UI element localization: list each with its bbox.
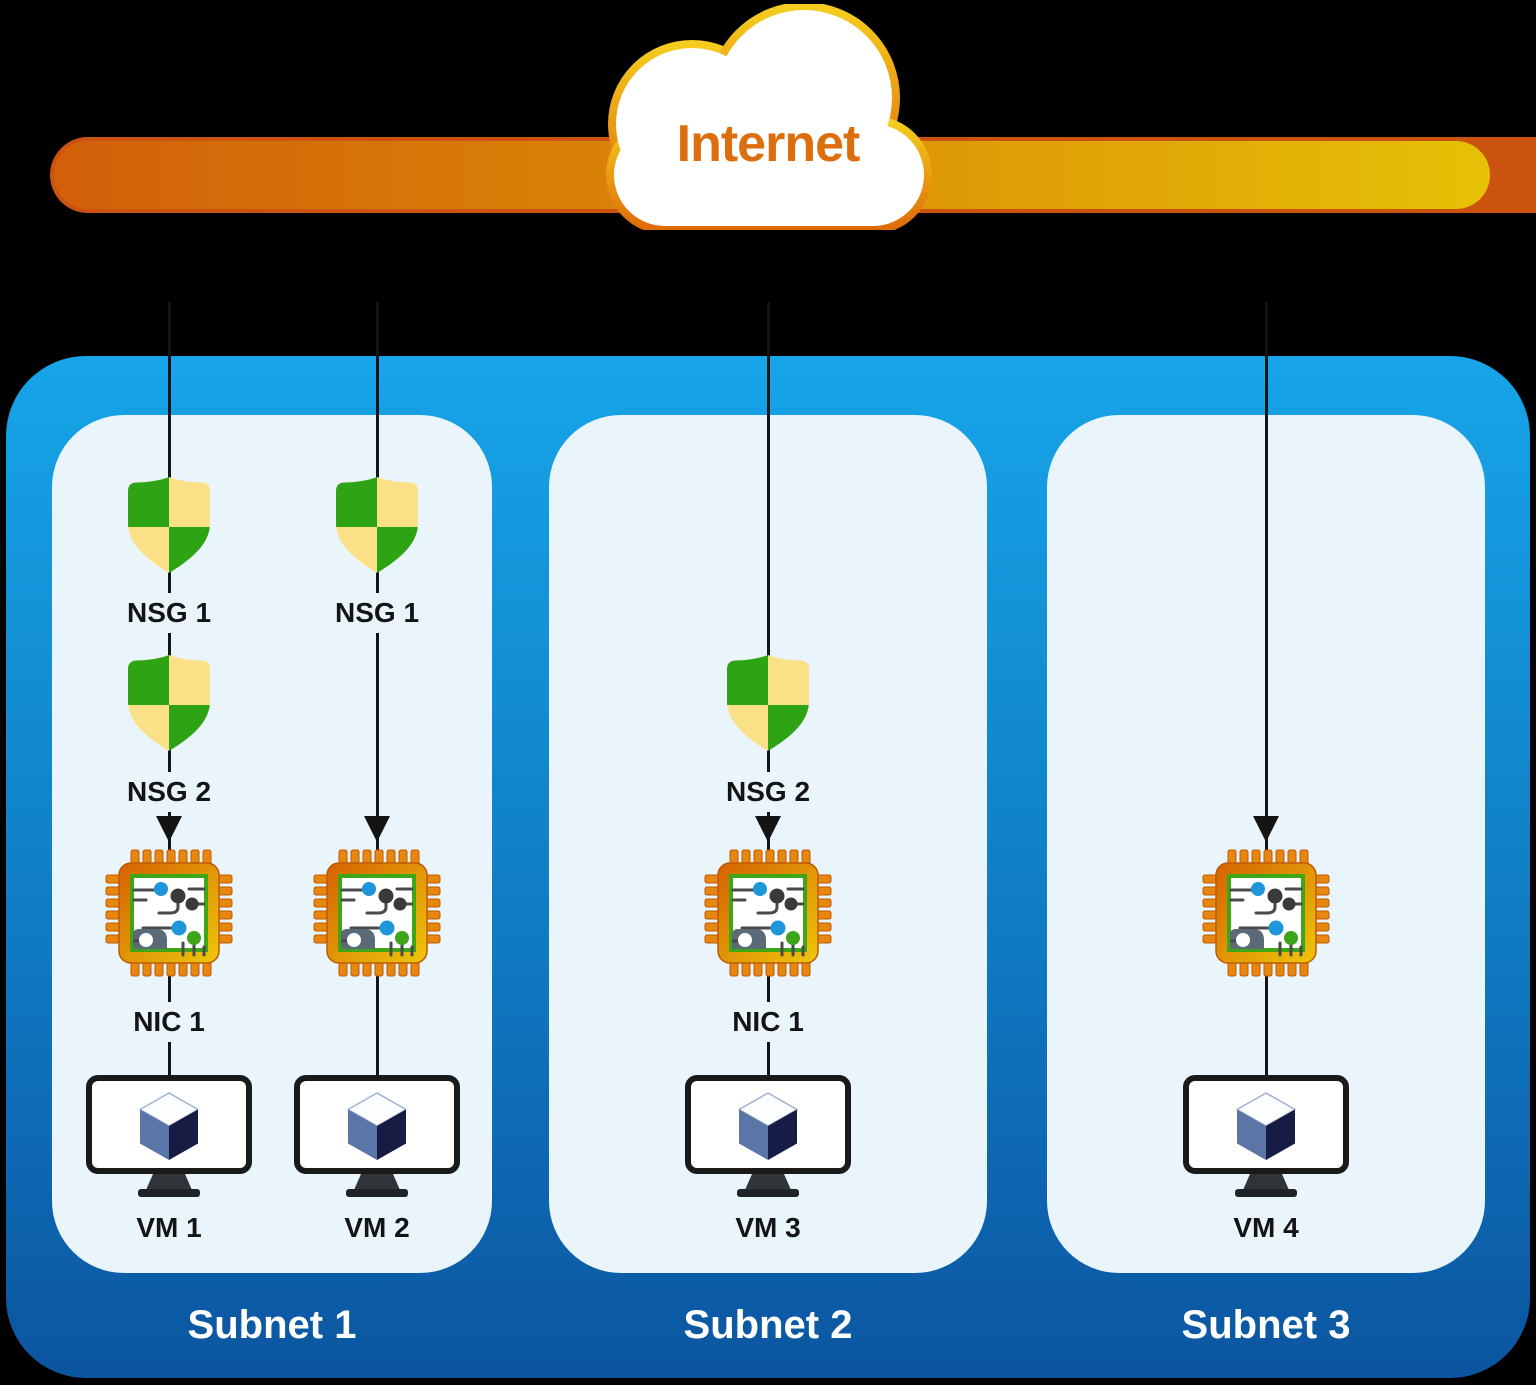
nic-chip-icon xyxy=(99,843,239,983)
nsg-shield-icon xyxy=(336,477,418,573)
connection-line-col2 xyxy=(375,302,379,1078)
vm-monitor-icon xyxy=(685,1075,851,1199)
nsg2-label-col1: NSG 2 xyxy=(116,772,222,812)
arrow-down-icon xyxy=(364,816,390,842)
nsg1-label-col1: NSG 1 xyxy=(116,593,222,633)
nsg-shield-icon xyxy=(128,477,210,573)
vm-monitor-icon xyxy=(1183,1075,1349,1199)
nic-chip-icon xyxy=(1196,843,1336,983)
nic-chip-icon xyxy=(698,843,838,983)
arrow-down-icon xyxy=(755,816,781,842)
subnet-2-label: Subnet 2 xyxy=(683,1303,853,1347)
nsg1-label-col2: NSG 1 xyxy=(324,593,430,633)
arrow-down-icon xyxy=(1253,816,1279,842)
nic-chip-icon xyxy=(307,843,447,983)
vm-label-col4: VM 4 xyxy=(1223,1208,1309,1248)
nic-label-col3: NIC 1 xyxy=(722,1002,814,1042)
subnet-3-label: Subnet 3 xyxy=(1181,1303,1351,1347)
nsg-shield-icon xyxy=(128,655,210,751)
nsg2-label-col3: NSG 2 xyxy=(715,772,821,812)
internet-cloud-icon xyxy=(606,4,932,230)
nsg-shield-icon xyxy=(727,655,809,751)
subnet-1-label: Subnet 1 xyxy=(187,1303,357,1347)
vm-monitor-icon xyxy=(86,1075,252,1199)
arrow-down-icon xyxy=(156,816,182,842)
vm-label-col2: VM 2 xyxy=(334,1208,420,1248)
vm-label-col3: VM 3 xyxy=(725,1208,811,1248)
vm-monitor-icon xyxy=(294,1075,460,1199)
connection-line-col4 xyxy=(1264,302,1268,1078)
nic-label-col1: NIC 1 xyxy=(123,1002,215,1042)
internet-label: Internet xyxy=(676,115,861,173)
vm-label-col1: VM 1 xyxy=(126,1208,212,1248)
